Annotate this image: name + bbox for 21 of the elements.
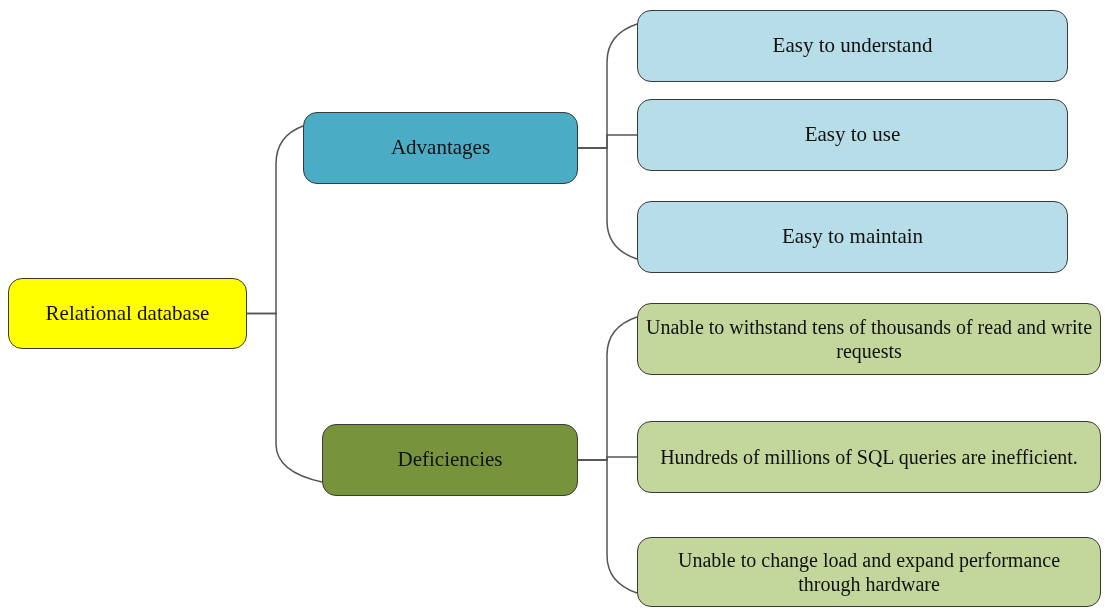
connector-line <box>577 459 638 594</box>
node-label: Unable to withstand tens of thousands of read and write requests <box>646 315 1092 363</box>
node-label: Easy to understand <box>772 33 933 59</box>
node-label: Advantages <box>390 135 491 161</box>
node-label: Hundreds of millions of SQL queries are inefficient. <box>660 445 1078 469</box>
category-box <box>322 424 578 496</box>
connector-line <box>246 312 323 483</box>
root-box <box>8 278 247 349</box>
node-label: Relational database <box>45 300 210 327</box>
item-box <box>637 201 1068 273</box>
item-box <box>637 421 1101 493</box>
node-label: Easy to use <box>804 122 901 148</box>
node-label: Unable to change load and expand performance through hardware <box>676 548 1062 596</box>
item-box <box>637 537 1101 607</box>
item-box <box>637 10 1068 82</box>
connector-line <box>577 147 638 260</box>
node-label: Easy to maintain <box>781 224 924 250</box>
category-box <box>303 112 578 184</box>
item-box <box>637 303 1101 375</box>
item-box <box>637 99 1068 171</box>
node-label: Deficiencies <box>397 447 503 473</box>
